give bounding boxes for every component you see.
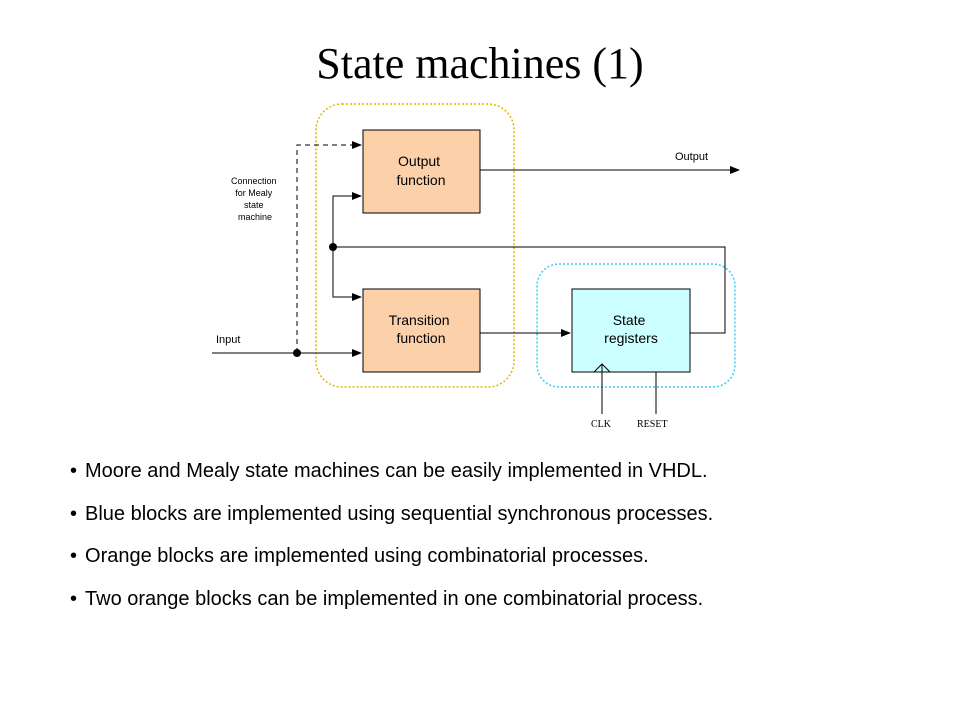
state-registers-label-line1: State bbox=[613, 312, 646, 328]
output-function-label-line2: function bbox=[396, 172, 445, 188]
input-junction-dot bbox=[293, 349, 301, 357]
orange-group-outline bbox=[315, 103, 515, 388]
feedback-to-transition-line bbox=[332, 247, 362, 301]
svg-text:State registers: State registers bbox=[604, 312, 658, 346]
state-feedback-line bbox=[333, 246, 726, 334]
bullet-item: Two orange blocks can be implemented in … bbox=[70, 587, 930, 630]
mealy-note-line4: machine bbox=[238, 212, 272, 222]
transition-function-block bbox=[362, 288, 481, 373]
svg-text:Connection for Mealy s: Connection for Mealy state machine bbox=[231, 176, 279, 222]
slide-title: State machines (1) bbox=[316, 39, 644, 88]
svg-text:Transition function: Transition function bbox=[389, 312, 454, 346]
reset-label: RESET bbox=[637, 419, 668, 430]
bullet-item: Blue blocks are implemented using sequen… bbox=[70, 502, 930, 545]
output-function-block bbox=[362, 129, 481, 214]
mealy-connection-line bbox=[296, 141, 362, 353]
svg-text:Output function: Output function bbox=[396, 153, 445, 188]
bullet-list: Moore and Mealy state machines can be ea… bbox=[70, 459, 930, 629]
state-registers-label-line2: registers bbox=[604, 330, 658, 346]
feedback-to-output-line bbox=[332, 192, 362, 247]
mealy-note-line3: state bbox=[244, 200, 264, 210]
mealy-note-line1: Connection bbox=[231, 176, 277, 186]
blue-group-outline bbox=[536, 263, 736, 388]
bullet-item: Orange blocks are implemented using comb… bbox=[70, 544, 930, 587]
clk-label: CLK bbox=[591, 419, 612, 430]
output-function-label-line1: Output bbox=[398, 153, 440, 169]
bullet-item: Moore and Mealy state machines can be ea… bbox=[70, 459, 930, 502]
mealy-note-line2: for Mealy bbox=[235, 188, 273, 198]
state-registers-block bbox=[571, 288, 691, 373]
transition-function-label-line1: Transition bbox=[389, 312, 450, 328]
output-label: Output bbox=[675, 151, 708, 163]
input-label: Input bbox=[216, 334, 240, 346]
feedback-junction-dot bbox=[329, 243, 337, 251]
transition-function-label-line2: function bbox=[396, 330, 445, 346]
